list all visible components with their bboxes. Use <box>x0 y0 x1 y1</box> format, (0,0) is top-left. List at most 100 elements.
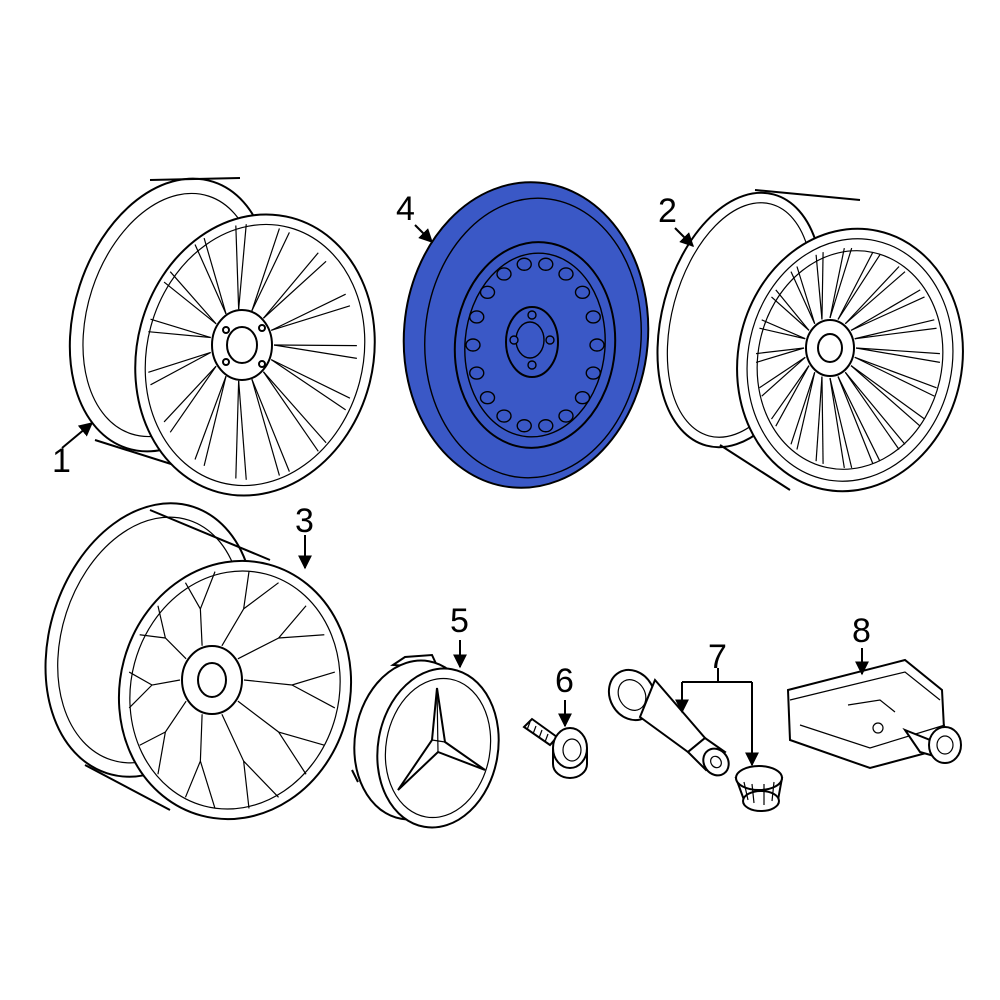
spoke <box>169 365 217 433</box>
spoke <box>251 232 290 312</box>
wheel-part-3[interactable] <box>12 476 380 845</box>
vent-hole <box>465 338 481 352</box>
spoke <box>829 247 845 319</box>
spoke <box>850 289 921 331</box>
vent-hole <box>574 391 591 405</box>
spoke <box>263 260 327 319</box>
callout-3: 3 <box>295 502 314 540</box>
bolt-part-6[interactable] <box>522 717 588 779</box>
vent-hole <box>538 419 554 433</box>
spoke <box>771 296 810 331</box>
vent-hole <box>585 310 601 324</box>
valve-cap-part-7[interactable] <box>734 765 784 812</box>
spoke <box>759 356 806 389</box>
spoke <box>837 254 881 320</box>
spoke <box>128 671 181 709</box>
wheel-part-1[interactable] <box>36 152 405 522</box>
callout-7: 7 <box>708 638 727 676</box>
vent-hole <box>538 257 554 271</box>
wheel-part-2[interactable] <box>631 174 987 512</box>
spoke <box>163 281 217 325</box>
spoke <box>194 244 227 315</box>
spoke <box>796 372 816 450</box>
spoke <box>273 344 357 347</box>
spoke <box>854 319 935 340</box>
spoke <box>163 365 217 423</box>
spoke <box>271 305 351 331</box>
spare-wheel-part-4[interactable] <box>391 172 661 498</box>
spoke <box>262 252 319 319</box>
spoke <box>837 251 874 320</box>
vent-hole <box>496 409 512 423</box>
vent-hole <box>558 267 574 281</box>
leader-2 <box>674 227 694 247</box>
spoke <box>194 375 227 460</box>
spoke <box>150 351 211 386</box>
spoke <box>262 371 319 452</box>
spoke <box>203 237 227 314</box>
spoke <box>221 713 279 809</box>
spoke <box>854 327 937 340</box>
valve-stem-part-7[interactable] <box>600 661 734 780</box>
vent-hole <box>479 285 496 299</box>
spoke <box>251 379 280 476</box>
spoke <box>837 376 881 462</box>
callout-5: 5 <box>450 602 469 640</box>
center-cap-part-5[interactable] <box>342 651 511 837</box>
vent-hole <box>469 366 485 380</box>
spoke <box>855 347 941 363</box>
vent-hole <box>585 366 601 380</box>
vent-hole <box>516 419 532 433</box>
spoke <box>755 347 805 363</box>
spoke <box>770 365 810 420</box>
spoke <box>270 359 347 411</box>
spoke <box>221 571 279 647</box>
callout-2: 2 <box>658 192 677 230</box>
callout-8: 8 <box>852 612 871 650</box>
spoke <box>854 356 935 397</box>
spoke <box>148 331 211 339</box>
spoke <box>270 359 351 399</box>
spoke <box>148 351 211 373</box>
vent-hole <box>516 257 532 271</box>
spoke <box>829 377 845 469</box>
spoke <box>855 347 940 355</box>
vent-hole <box>589 338 605 352</box>
spoke <box>815 376 823 462</box>
spoke <box>790 372 816 445</box>
spoke <box>184 571 216 646</box>
leader-1 <box>61 422 94 449</box>
spoke <box>237 605 325 660</box>
spoke <box>273 344 357 359</box>
spoke <box>184 714 216 809</box>
tpms-sensor-part-8[interactable] <box>786 658 962 770</box>
leader-4 <box>414 224 433 243</box>
spoke <box>203 376 227 467</box>
spoke <box>270 293 346 331</box>
spoke <box>775 365 810 427</box>
spoke <box>169 271 217 325</box>
vent-hole <box>496 267 512 281</box>
spoke <box>837 376 874 465</box>
spoke <box>756 347 805 355</box>
spoke <box>243 671 336 709</box>
spoke <box>150 318 211 339</box>
spoke <box>238 380 247 480</box>
spoke <box>821 376 824 464</box>
callout-4: 4 <box>396 190 415 228</box>
spoke <box>237 700 325 775</box>
spoke <box>251 228 280 311</box>
spoke <box>235 380 240 479</box>
spoke <box>251 379 290 472</box>
spoke <box>235 225 240 310</box>
spoke <box>775 289 810 331</box>
spoke <box>844 271 906 325</box>
vent-hole <box>469 310 485 324</box>
spoke <box>238 224 247 310</box>
spoke <box>844 266 900 325</box>
spoke <box>844 371 900 450</box>
spoke <box>850 365 925 420</box>
spoke <box>761 356 806 397</box>
spoke <box>761 319 806 340</box>
